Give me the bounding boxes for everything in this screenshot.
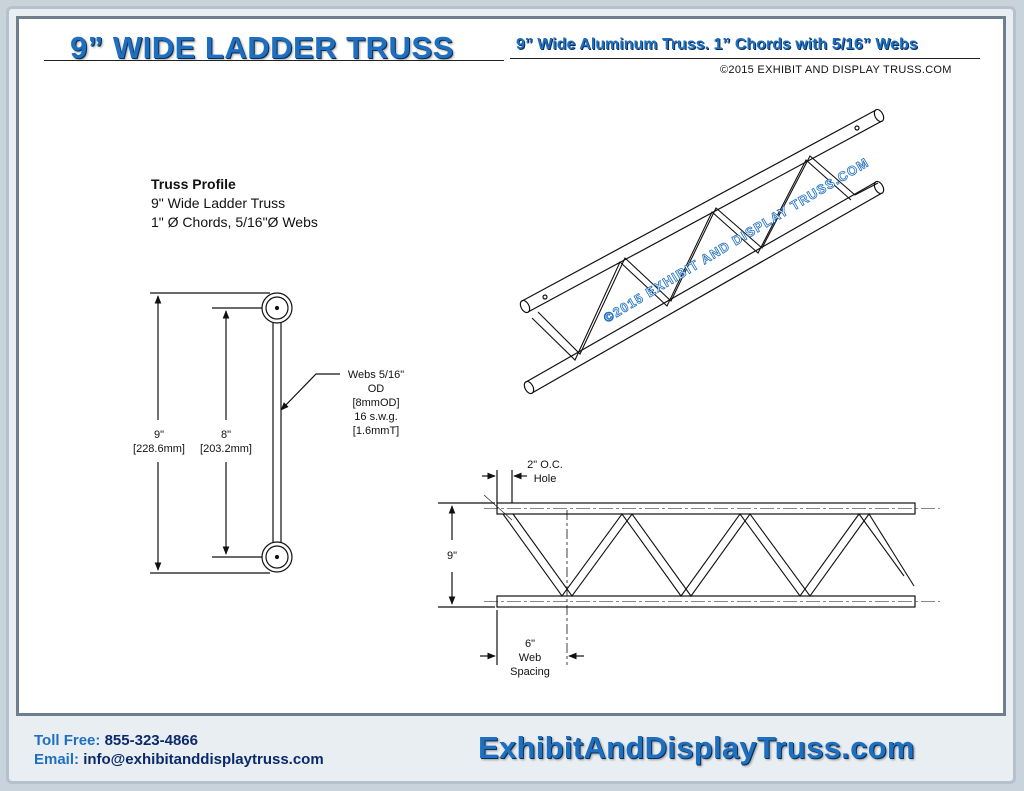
profile-line-1: 9" Wide Ladder Truss (151, 195, 286, 211)
copyright-text: ©2015 EXHIBIT AND DISPLAY TRUSS.COM (720, 64, 952, 76)
inner-height-label: 8" [203.2mm] (200, 429, 252, 455)
page-subtitle: 9” Wide Aluminum Truss. 1” Chords with 5… (516, 36, 918, 53)
webs-spec-label: Webs 5/16" OD [8mmOD] 16 s.w.g. [1.6mmT] (347, 369, 405, 437)
drawing-frame (16, 16, 1006, 716)
title-underline (44, 60, 504, 61)
bottom-chord-inner (265, 545, 289, 569)
footer: Toll Free: 855-323-4866 Email: info@exhi… (20, 724, 1005, 772)
outer-height-label: 9" [228.6mm] (133, 429, 185, 455)
email-row: Email: info@exhibitanddisplaytruss.com (34, 751, 324, 768)
isometric-view (519, 108, 885, 395)
toll-free-label: Toll Free: (34, 732, 101, 749)
email-label: Email: (34, 751, 80, 768)
profile-line-2: 1" Ø Chords, 5/16"Ø Webs (151, 214, 318, 230)
side-elevation (438, 470, 940, 665)
toll-free-row: Toll Free: 855-323-4866 (34, 732, 198, 749)
side-webs (502, 513, 915, 597)
subtitle-underline (510, 58, 980, 59)
page-title: 9” WIDE LADDER TRUSS (70, 30, 454, 65)
profile-view (150, 292, 340, 574)
truss-profile-note: Truss Profile 9" Wide Ladder Truss 1" Ø … (151, 175, 318, 232)
email-link[interactable]: info@exhibitanddisplaytruss.com (83, 751, 324, 768)
watermark-text: ©2015 EXHIBIT AND DISPLAY TRUSS.COM (601, 155, 872, 326)
brand-link[interactable]: ExhibitAndDisplayTruss.com (478, 730, 915, 765)
profile-heading: Truss Profile (151, 176, 236, 192)
web-spacing-label: 6" Web Spacing (510, 638, 550, 678)
iso-webs (531, 155, 879, 361)
top-chord-inner (265, 296, 289, 320)
side-height-label: 9" (446, 550, 458, 562)
hole-spacing-label: 2" O.C. Hole (527, 459, 563, 485)
toll-free-number[interactable]: 855-323-4866 (104, 732, 198, 749)
